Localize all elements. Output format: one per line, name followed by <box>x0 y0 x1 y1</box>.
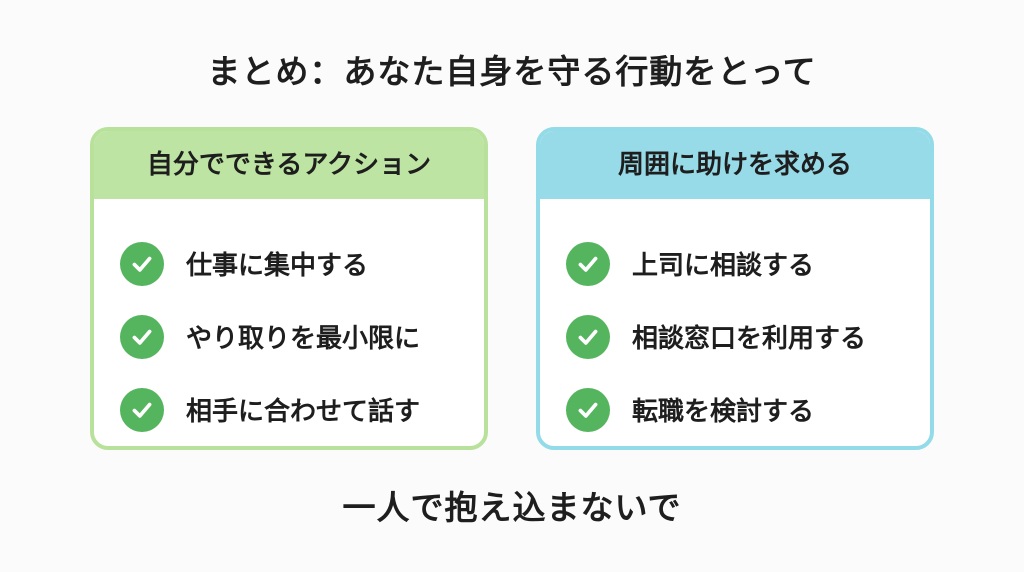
list-item: 相手に合わせて話す <box>120 373 484 446</box>
list-item: 仕事に集中する <box>120 227 484 300</box>
list-item: 転職を検討する <box>566 373 930 446</box>
card-header: 周囲に助けを求める <box>540 131 930 199</box>
check-icon <box>566 387 610 432</box>
list-item: 上司に相談する <box>566 227 930 300</box>
list-item-label: 上司に相談する <box>632 251 815 281</box>
seek-help-card: 周囲に助けを求める 上司に相談する 相談窓口を利用する 転職を検討する <box>536 127 934 450</box>
check-icon <box>120 241 164 286</box>
check-icon <box>120 387 164 432</box>
list-item-label: 仕事に集中する <box>186 251 369 281</box>
check-icon <box>120 314 164 359</box>
card-header: 自分でできるアクション <box>94 131 484 199</box>
closing-message: 一人で抱え込まないで <box>342 488 682 527</box>
list-item: やり取りを最小限に <box>120 300 484 373</box>
list-item-label: やり取りを最小限に <box>186 324 421 354</box>
action-list: 上司に相談する 相談窓口を利用する 転職を検討する <box>540 199 930 446</box>
list-item: 相談窓口を利用する <box>566 300 930 373</box>
list-item-label: 転職を検討する <box>632 397 815 427</box>
list-item-label: 相手に合わせて話す <box>186 397 421 427</box>
list-item-label: 相談窓口を利用する <box>632 324 867 354</box>
check-icon <box>566 241 610 286</box>
check-icon <box>566 314 610 359</box>
page-title: まとめ：あなた自身を守る行動をとって <box>207 52 817 91</box>
self-action-card: 自分でできるアクション 仕事に集中する やり取りを最小限に 相手に合わせて話す <box>90 127 488 450</box>
action-list: 仕事に集中する やり取りを最小限に 相手に合わせて話す <box>94 199 484 446</box>
